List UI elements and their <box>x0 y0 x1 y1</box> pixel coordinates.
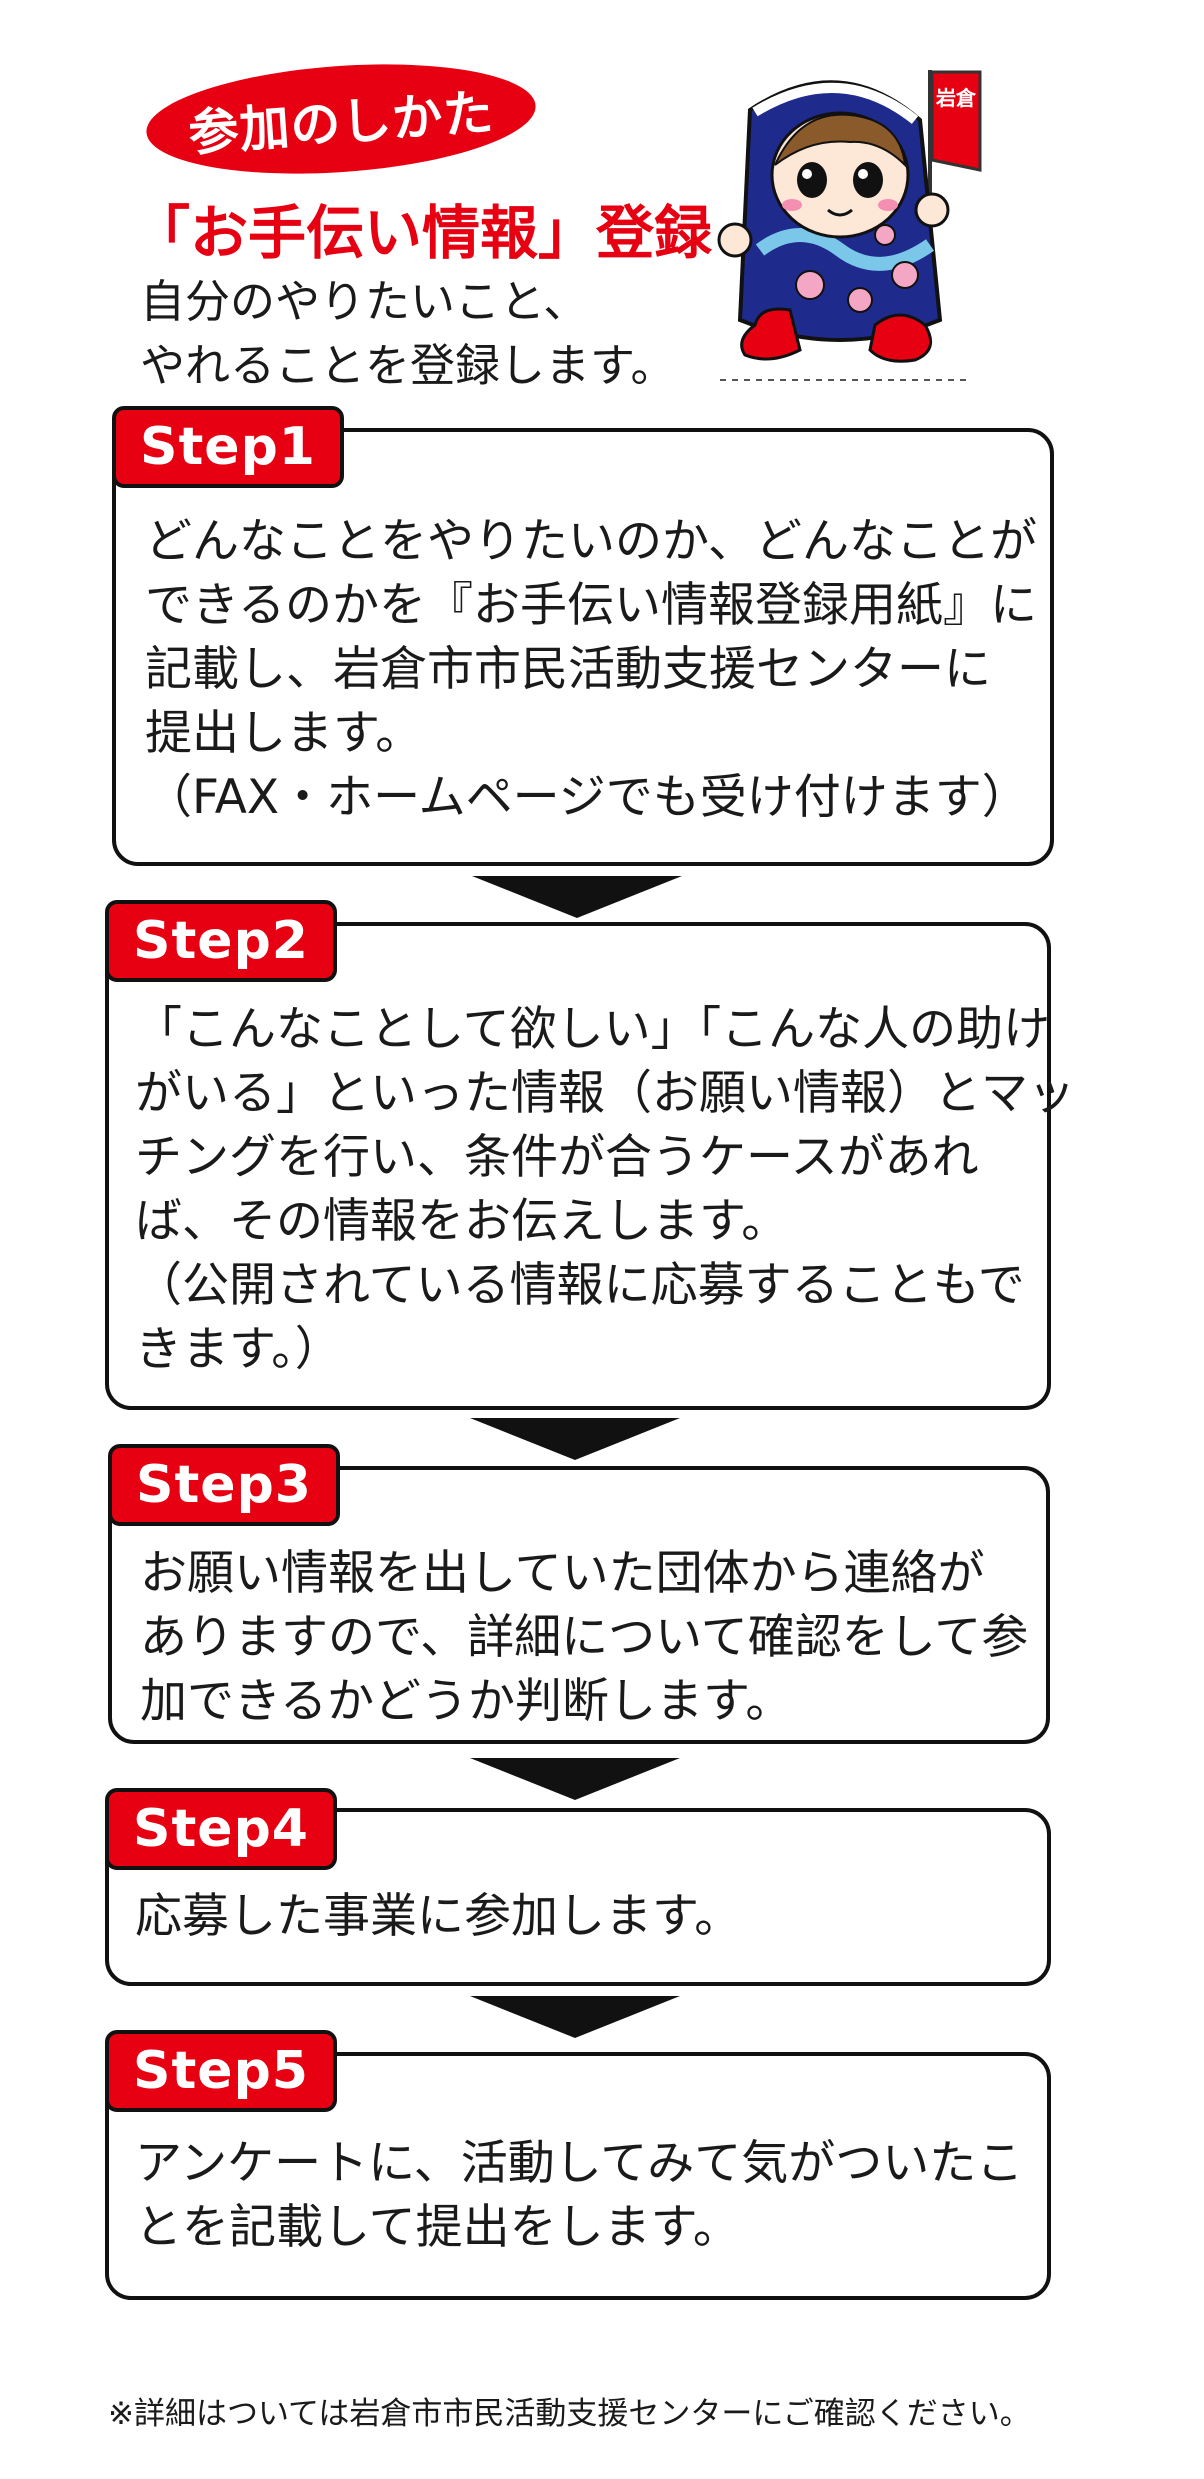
section-badge-label: 参加のしかた <box>186 83 496 163</box>
intro-line: やれることを登録します。 <box>140 339 676 392</box>
step-2-line: 「こんなことして欲しい」「こんな人の助け <box>135 1002 1051 1057</box>
step-1-line: どんなことをやりたいのか、どんなことが <box>145 514 1038 569</box>
section-badge: 参加のしかた <box>142 52 540 186</box>
step-4-label: Step4 <box>133 1799 309 1859</box>
intro-line: 自分のやりたいこと、 <box>140 275 589 328</box>
step-1-line: 提出します。 <box>145 706 423 761</box>
step-1-line: できるのかを『お手伝い情報登録用紙』に <box>145 578 1038 633</box>
step-4-text: 応募した事業に参加します。 <box>135 1885 741 1949</box>
step-2-line: （公開されている情報に応募することもで <box>135 1258 1025 1313</box>
step-arrow-4 <box>470 1996 680 2038</box>
step-5-label: Step5 <box>133 2041 309 2101</box>
step-3-line: ありますので、詳細について確認をして参 <box>140 1610 1029 1665</box>
intro-text: 自分のやりたいこと、 やれることを登録します。 <box>140 270 676 398</box>
step-1-label: Step1 <box>140 417 316 477</box>
step-2-tag: Step2 <box>105 900 337 982</box>
step-3-label: Step3 <box>136 1455 312 1515</box>
page-subtitle: 「お手伝い情報」登録 <box>132 199 713 267</box>
step-3-text: お願い情報を出していた団体から連絡が ありますので、詳細について確認をして参 加… <box>140 1542 1028 1734</box>
step-2-text: 「こんなことして欲しい」「こんな人の助け がいる」といった情報（お願い情報）とマ… <box>135 998 1075 1382</box>
step-1-text: どんなことをやりたいのか、どんなことが できるのかを『お手伝い情報登録用紙』に … <box>145 510 1037 830</box>
step-5-tag: Step5 <box>105 2030 337 2112</box>
step-arrow-2 <box>470 1418 680 1460</box>
step-5-text: アンケートに、活動してみて気がついたこ とを記載して提出をします。 <box>135 2132 1023 2260</box>
step-arrow-3 <box>470 1758 680 1800</box>
step-5-line: とを記載して提出をします。 <box>135 2200 740 2255</box>
step-3-tag: Step3 <box>108 1444 340 1526</box>
step-3-line: お願い情報を出していた団体から連絡が <box>140 1546 985 1601</box>
footnote: ※詳細はついては岩倉市市民活動支援センターにご確認ください。 <box>108 2396 1031 2432</box>
step-1-line: （FAX・ホームページでも受け付けます） <box>145 770 1029 825</box>
step-2-line: チングを行い、条件が合うケースがあれ <box>135 1130 979 1185</box>
step-2-line: がいる」といった情報（お願い情報）とマッ <box>135 1066 1075 1121</box>
step-2-box <box>105 922 1051 1410</box>
step-5-line: アンケートに、活動してみて気がついたこ <box>135 2136 1024 2191</box>
mascot-illustration: 岩倉 <box>717 70 982 381</box>
step-4-line: 応募した事業に参加します。 <box>135 1889 742 1944</box>
step-3-line: 加できるかどうか判断します。 <box>140 1674 793 1729</box>
step-arrow-1 <box>472 876 682 918</box>
mascot-flag-text: 岩倉 <box>935 86 977 110</box>
step-2-line: ば、その情報をお伝えします。 <box>135 1194 789 1249</box>
step-1-tag: Step1 <box>112 406 344 488</box>
step-1-line: 記載し、岩倉市市民活動支援センターに <box>145 642 991 697</box>
step-4-tag: Step4 <box>105 1788 337 1870</box>
step-2-line: きます。） <box>135 1322 342 1377</box>
step-2-label: Step2 <box>133 911 309 971</box>
step-1-box <box>112 428 1054 866</box>
